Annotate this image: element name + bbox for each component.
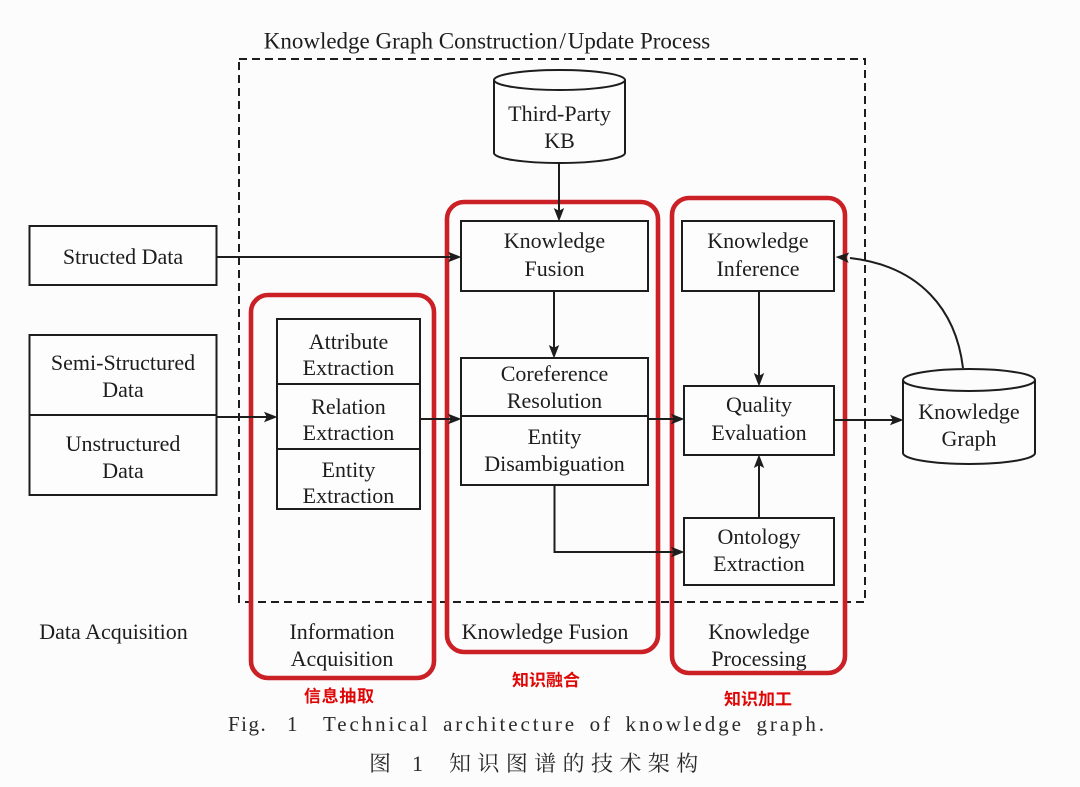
svg-text:Semi-Structured: Semi-Structured — [51, 350, 195, 375]
svg-text:Extraction: Extraction — [303, 355, 395, 380]
svg-text:Information: Information — [289, 619, 394, 644]
svg-text:KB: KB — [544, 128, 575, 153]
svg-text:Extraction: Extraction — [303, 483, 395, 508]
svg-text:Graph: Graph — [942, 426, 997, 451]
svg-text:Evaluation: Evaluation — [711, 420, 806, 445]
svg-text:Knowledge: Knowledge — [708, 619, 809, 644]
svg-text:Knowledge: Knowledge — [918, 399, 1019, 424]
svg-text:Knowledge: Knowledge — [504, 228, 605, 253]
svg-text:Extraction: Extraction — [713, 551, 805, 576]
svg-text:Entity: Entity — [322, 457, 376, 482]
svg-text:Relation: Relation — [311, 394, 386, 419]
svg-text:Attribute: Attribute — [309, 329, 388, 354]
svg-text:1: 1 — [287, 712, 298, 736]
svg-text:Quality: Quality — [726, 392, 792, 417]
svg-text:Knowledge Graph Construction /: Knowledge Graph Construction / Update Pr… — [264, 29, 711, 54]
svg-text:Disambiguation: Disambiguation — [484, 451, 625, 476]
svg-text:Data: Data — [102, 458, 144, 483]
svg-text:Fusion: Fusion — [525, 256, 585, 281]
svg-text:Third-Party: Third-Party — [508, 101, 611, 126]
svg-text:Structed Data: Structed Data — [63, 244, 184, 269]
svg-text:1: 1 — [412, 751, 423, 776]
svg-text:Inference: Inference — [716, 256, 799, 281]
svg-text:Coreference: Coreference — [501, 361, 608, 386]
svg-text:Fig.: Fig. — [228, 712, 267, 736]
svg-text:Resolution: Resolution — [507, 388, 602, 413]
svg-text:Extraction: Extraction — [303, 420, 395, 445]
svg-text:Data: Data — [102, 377, 144, 402]
svg-text:Entity: Entity — [528, 424, 582, 449]
svg-text:Acquisition: Acquisition — [291, 646, 394, 671]
svg-text:Unstructured: Unstructured — [66, 431, 181, 456]
svg-text:Knowledge Fusion: Knowledge Fusion — [462, 619, 629, 644]
svg-text:Technical architecture of know: Technical architecture of knowledge grap… — [323, 712, 827, 736]
svg-text:Processing: Processing — [711, 646, 806, 671]
svg-text:Ontology: Ontology — [717, 524, 800, 549]
svg-text:Knowledge: Knowledge — [707, 228, 808, 253]
svg-text:Data Acquisition: Data Acquisition — [39, 619, 187, 644]
